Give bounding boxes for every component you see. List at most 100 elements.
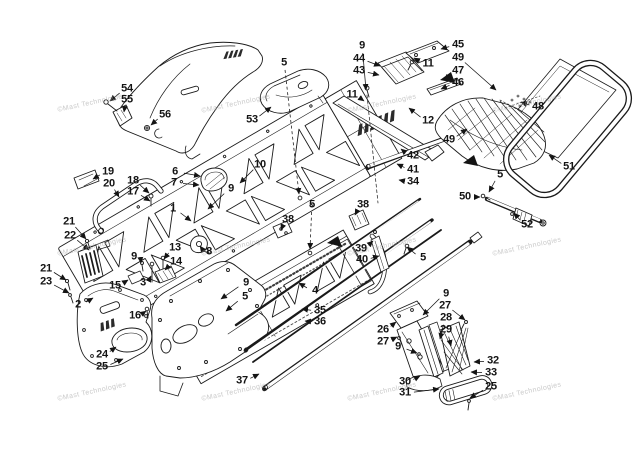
part-callout-12: 12 — [422, 114, 434, 127]
part-callout-3: 3 — [140, 276, 146, 289]
footpad-24-25 — [111, 327, 148, 353]
part-callout-21: 21 — [40, 262, 52, 275]
part-callout-33: 33 — [485, 366, 497, 379]
part-callout-15: 15 — [109, 279, 121, 292]
leader-51-20 — [548, 154, 562, 164]
part-callout-43: 43 — [353, 64, 365, 77]
bulkhead-casting — [151, 261, 269, 397]
leader-1-30 — [180, 212, 192, 222]
leader-30-66 — [413, 375, 421, 382]
part-callout-2: 2 — [75, 298, 81, 311]
leader-9-57 — [220, 286, 239, 300]
leader-47-11 — [443, 73, 451, 81]
fastener-group-13-16 — [127, 255, 177, 319]
leader-5-27 — [406, 246, 416, 255]
leader-5-58 — [225, 300, 238, 312]
leader-9-29 — [207, 193, 225, 210]
part-callout-34: 34 — [407, 175, 419, 188]
leader-5-4 — [284, 69, 302, 195]
part-callout-24: 24 — [96, 348, 108, 361]
part-callout-27: 27 — [439, 299, 451, 312]
part-callout-53: 53 — [246, 113, 258, 126]
part-callout-52: 52 — [521, 218, 533, 231]
leader-38-51 — [280, 223, 287, 231]
part-callout-49: 49 — [452, 51, 464, 64]
leader-12-14 — [408, 107, 421, 118]
part-callout-49: 49 — [443, 133, 455, 146]
part-callout-35: 35 — [314, 304, 326, 317]
leader-28-63 — [438, 324, 445, 340]
leader-27-62 — [452, 309, 466, 321]
part-callout-25: 25 — [96, 360, 108, 373]
part-callout-5: 5 — [242, 290, 248, 303]
leader-13-46 — [163, 252, 171, 260]
leader-17-36 — [140, 194, 151, 202]
leader-18-35 — [139, 184, 150, 194]
leader-46-12 — [440, 83, 450, 90]
part-callout-54: 54 — [121, 82, 133, 95]
part-callout-45: 45 — [452, 38, 464, 51]
part-callout-41: 41 — [407, 163, 419, 176]
leader-3-48 — [145, 275, 152, 283]
leader-24-44 — [109, 346, 117, 353]
part-callout-25: 25 — [485, 380, 497, 393]
leader-56-2 — [150, 118, 158, 126]
leader-31-67 — [413, 386, 440, 393]
leader-21-37 — [75, 226, 87, 240]
part-callout-9: 9 — [443, 287, 449, 300]
leader-36-55 — [304, 318, 312, 325]
leader-48-16 — [520, 101, 530, 107]
leader-9-5 — [362, 52, 369, 91]
leader-27-60 — [390, 336, 398, 343]
part-callout-38: 38 — [282, 213, 294, 226]
leader-40-26 — [370, 254, 380, 261]
leader-25-70 — [469, 389, 484, 399]
part-callout-47: 47 — [452, 64, 464, 77]
bracket-cluster-38-40 — [272, 195, 410, 295]
part-callout-5: 5 — [281, 56, 287, 69]
part-callout-28: 28 — [440, 311, 452, 324]
part-callout-11: 11 — [346, 88, 358, 101]
part-callout-50: 50 — [459, 190, 471, 203]
part-callout-20: 20 — [103, 177, 115, 190]
leader-5-21 — [488, 180, 496, 193]
leader-39-25 — [366, 240, 374, 248]
part-callout-40: 40 — [356, 253, 368, 266]
part-callout-9: 9 — [243, 276, 249, 289]
part-callout-44: 44 — [353, 52, 365, 65]
leader-14-47 — [164, 263, 172, 271]
part-callout-27: 27 — [377, 335, 389, 348]
part-callout-18: 18 — [127, 174, 139, 187]
part-callout-38: 38 — [357, 198, 369, 211]
part-callout-36: 36 — [314, 315, 326, 328]
part-callout-9: 9 — [359, 39, 365, 52]
part-callout-11: 11 — [422, 57, 434, 70]
leader-8-50 — [199, 245, 206, 253]
leader-44-6 — [367, 60, 381, 67]
leader-19-33 — [92, 173, 101, 180]
leader-38-24 — [354, 208, 361, 216]
part-callout-9: 9 — [395, 340, 401, 353]
part-callout-13: 13 — [169, 241, 181, 254]
leader-49-15 — [456, 128, 468, 137]
part-callout-30: 30 — [399, 375, 411, 388]
part-callout-23: 23 — [40, 275, 52, 288]
seat-pad-53 — [259, 68, 330, 114]
part-callout-9: 9 — [228, 182, 234, 195]
leader-15-42 — [121, 279, 129, 286]
leader-34-19 — [398, 178, 406, 185]
part-callout-26: 26 — [377, 323, 389, 336]
leader-20-34 — [113, 189, 120, 198]
part-callout-7: 7 — [171, 176, 177, 189]
leader-55-1 — [121, 105, 128, 113]
leader-52-23 — [513, 212, 521, 221]
part-callout-8: 8 — [206, 245, 212, 258]
leader-37-56 — [250, 373, 260, 380]
leader-4-53 — [298, 282, 308, 289]
part-callout-4: 4 — [312, 284, 318, 297]
part-callout-5: 5 — [309, 198, 315, 211]
part-callout-9: 9 — [131, 250, 137, 263]
leader-41-18 — [396, 163, 405, 170]
